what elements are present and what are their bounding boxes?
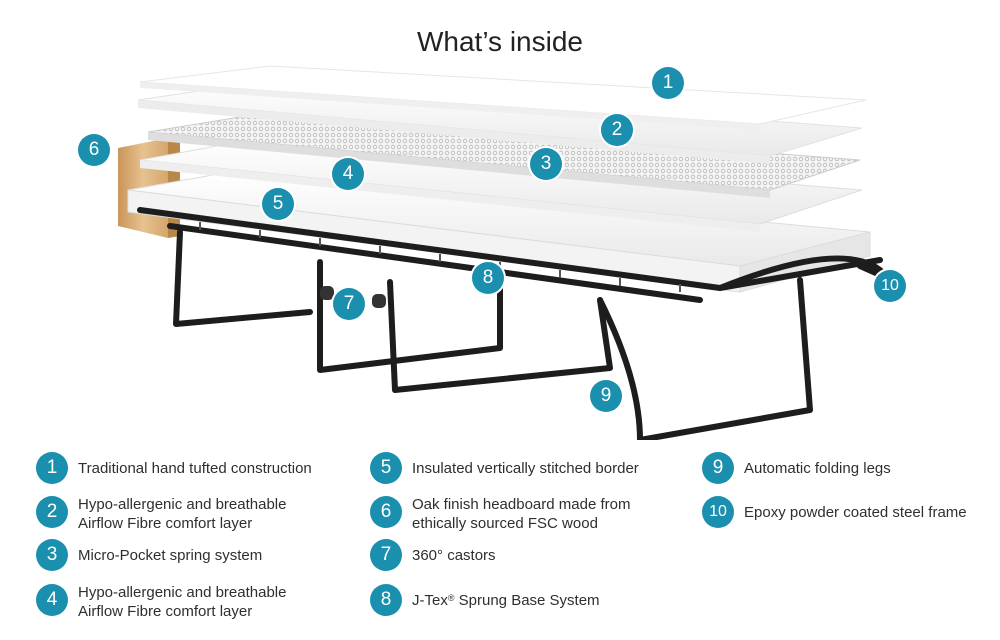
callout-badge-1: 1 bbox=[652, 67, 684, 99]
legend-line: Insulated vertically stitched border bbox=[412, 460, 639, 477]
legend-line: Micro-Pocket spring system bbox=[78, 547, 263, 564]
comfort-layer-lower bbox=[139, 139, 863, 232]
legend-text: Oak finish headboard made from ethically … bbox=[412, 495, 712, 533]
legend-badge: 6 bbox=[370, 496, 402, 528]
callout-badge-10: 10 bbox=[874, 270, 906, 302]
legend-text: 360° castors bbox=[412, 546, 712, 565]
legend-text: Epoxy powder coated steel frame bbox=[744, 503, 1000, 522]
sprung-base-slats bbox=[199, 222, 681, 292]
legend-line: Traditional hand tufted construction bbox=[78, 460, 312, 477]
registered-mark: ® bbox=[447, 593, 455, 603]
legend-badge: 3 bbox=[36, 539, 68, 571]
legend-text: Automatic folding legs bbox=[744, 459, 994, 478]
legend-text: Micro-Pocket spring system bbox=[78, 546, 378, 565]
legend-badge: 8 bbox=[370, 584, 402, 616]
callout-badge-7: 7 bbox=[333, 288, 365, 320]
legend-text: J-Tex® Sprung Base System bbox=[412, 591, 712, 610]
callout-badge-9: 9 bbox=[590, 380, 622, 412]
callout-badge-3: 3 bbox=[530, 148, 562, 180]
callout-badge-8: 8 bbox=[472, 262, 504, 294]
legend-line: Oak finish headboard made from bbox=[412, 496, 631, 513]
legend-line: Hypo-allergenic and breathable bbox=[78, 584, 287, 601]
legend-line: 360° castors bbox=[412, 547, 496, 564]
legend-line: ethically sourced FSC wood bbox=[412, 515, 598, 532]
legend-badge: 5 bbox=[370, 452, 402, 484]
spring-layer bbox=[147, 113, 861, 198]
legend-line: Automatic folding legs bbox=[744, 460, 891, 477]
legend-line: J-Tex bbox=[412, 592, 448, 609]
legend-line: Epoxy powder coated steel frame bbox=[744, 504, 967, 521]
legend-line: Airflow Fibre comfort layer bbox=[78, 603, 253, 620]
legend-text: Traditional hand tufted construction bbox=[78, 459, 378, 478]
bed-illustration bbox=[118, 65, 903, 440]
page-title: What’s inside bbox=[416, 26, 583, 57]
castors bbox=[320, 286, 386, 308]
callout-badge-4: 4 bbox=[332, 158, 364, 190]
legend-text: Insulated vertically stitched border bbox=[412, 459, 712, 478]
callout-badge-2: 2 bbox=[601, 114, 633, 146]
legend-line: Sprung Base System bbox=[454, 592, 600, 609]
legend-badge: 7 bbox=[370, 539, 402, 571]
legend-line: Hypo-allergenic and breathable bbox=[78, 496, 287, 513]
callout-badge-6: 6 bbox=[78, 134, 110, 166]
callout-badge-5: 5 bbox=[262, 188, 294, 220]
legend-badge: 2 bbox=[36, 496, 68, 528]
legend-line: Airflow Fibre comfort layer bbox=[78, 515, 253, 532]
legend-badge: 9 bbox=[702, 452, 734, 484]
steel-frame bbox=[137, 207, 903, 440]
legend-badge: 1 bbox=[36, 452, 68, 484]
legend-badge: 10 bbox=[702, 496, 734, 528]
legend-badge: 4 bbox=[36, 584, 68, 616]
